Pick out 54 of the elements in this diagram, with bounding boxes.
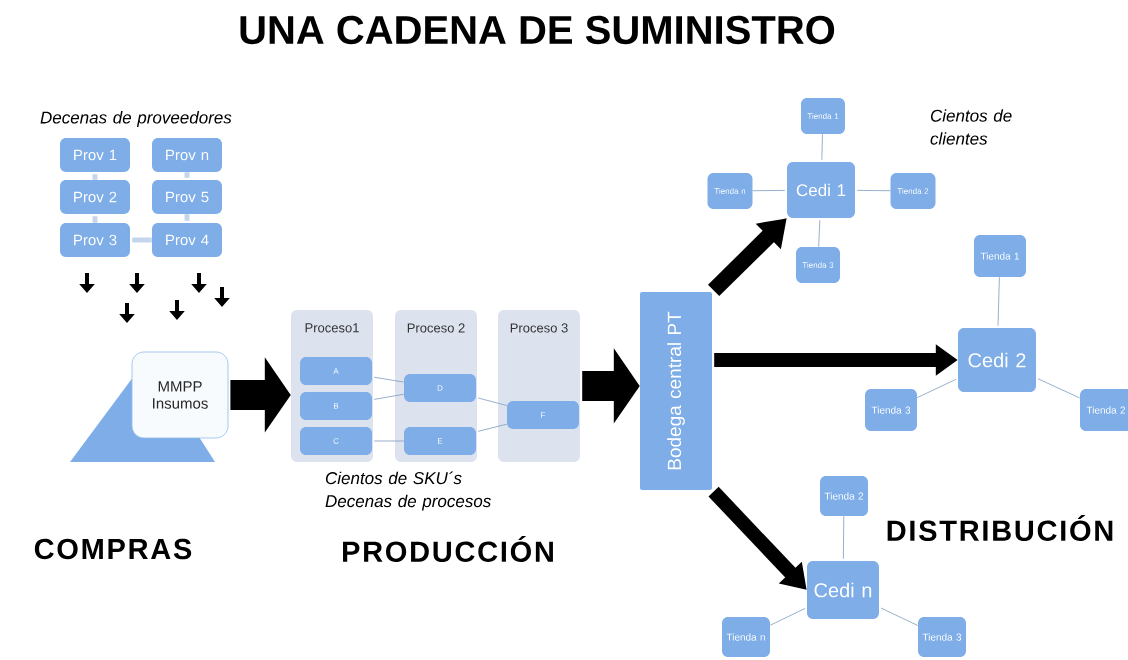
process-step-box: B — [300, 392, 372, 420]
section-heading: DISTRIBUCIÓN — [887, 515, 1113, 541]
process-step-box: E — [404, 427, 476, 455]
connector-line — [1037, 378, 1081, 399]
connector-line — [373, 376, 405, 383]
connector-line — [184, 214, 190, 221]
store-box: Tienda 2 — [890, 173, 936, 209]
italic-note: Cientos de clientes — [930, 109, 1012, 145]
distribution-center-box: Cedi 1 — [787, 162, 855, 218]
italic-note: Cientos de SKU´s Decenas de procesos — [325, 471, 491, 511]
connector-line — [916, 378, 957, 399]
process-step-box: C — [300, 427, 372, 455]
store-box: Tienda 3 — [918, 617, 966, 657]
connector-line — [752, 190, 786, 192]
store-box: Tienda 2 — [1080, 389, 1128, 431]
store-box: Tienda 1 — [801, 98, 845, 134]
store-box: Tienda 3 — [865, 389, 917, 431]
connector-line — [769, 608, 806, 626]
store-box: Tienda n — [722, 617, 770, 657]
title: UNA CADENA DE SUMINISTRO — [240, 15, 835, 45]
store-box: Tienda n — [707, 173, 753, 209]
supplier-box: Prov 4 — [152, 223, 222, 257]
connector-line — [132, 237, 152, 243]
process-step-box: A — [300, 357, 372, 385]
supplier-box: Prov 3 — [60, 223, 130, 257]
connector-line — [92, 174, 98, 180]
distribution-center-box: Cedi n — [807, 561, 879, 619]
materials-box: MMPP Insumos — [131, 351, 229, 439]
connector-line — [477, 397, 508, 406]
warehouse-box: Bodega central PT — [640, 292, 712, 490]
connector-line — [373, 393, 405, 400]
connector-line — [856, 190, 891, 192]
supplier-box: Prov 2 — [60, 180, 130, 214]
connector-line — [477, 423, 508, 432]
store-box: Tienda 1 — [974, 235, 1026, 277]
supplier-box: Prov n — [152, 138, 222, 172]
process-step-box: D — [404, 374, 476, 402]
section-heading: COMPRAS — [34, 538, 192, 560]
supplier-box: Prov 5 — [152, 180, 222, 214]
process-step-box: F — [507, 401, 579, 429]
connector-line — [92, 216, 98, 223]
store-box: Tienda 3 — [796, 247, 840, 283]
section-heading: PRODUCCIÓN — [343, 536, 553, 562]
connector-line — [821, 133, 823, 161]
connector-line — [184, 172, 190, 178]
supplier-box: Prov 1 — [60, 138, 130, 172]
connector-line — [818, 219, 821, 248]
connector-line — [997, 276, 1000, 327]
connector-line — [880, 607, 919, 626]
distribution-center-box: Cedi 2 — [958, 328, 1036, 392]
italic-note: Decenas de proveedores — [40, 111, 232, 127]
connector-line — [373, 440, 405, 442]
store-box: Tienda 2 — [820, 476, 868, 516]
connector-line — [842, 515, 845, 560]
